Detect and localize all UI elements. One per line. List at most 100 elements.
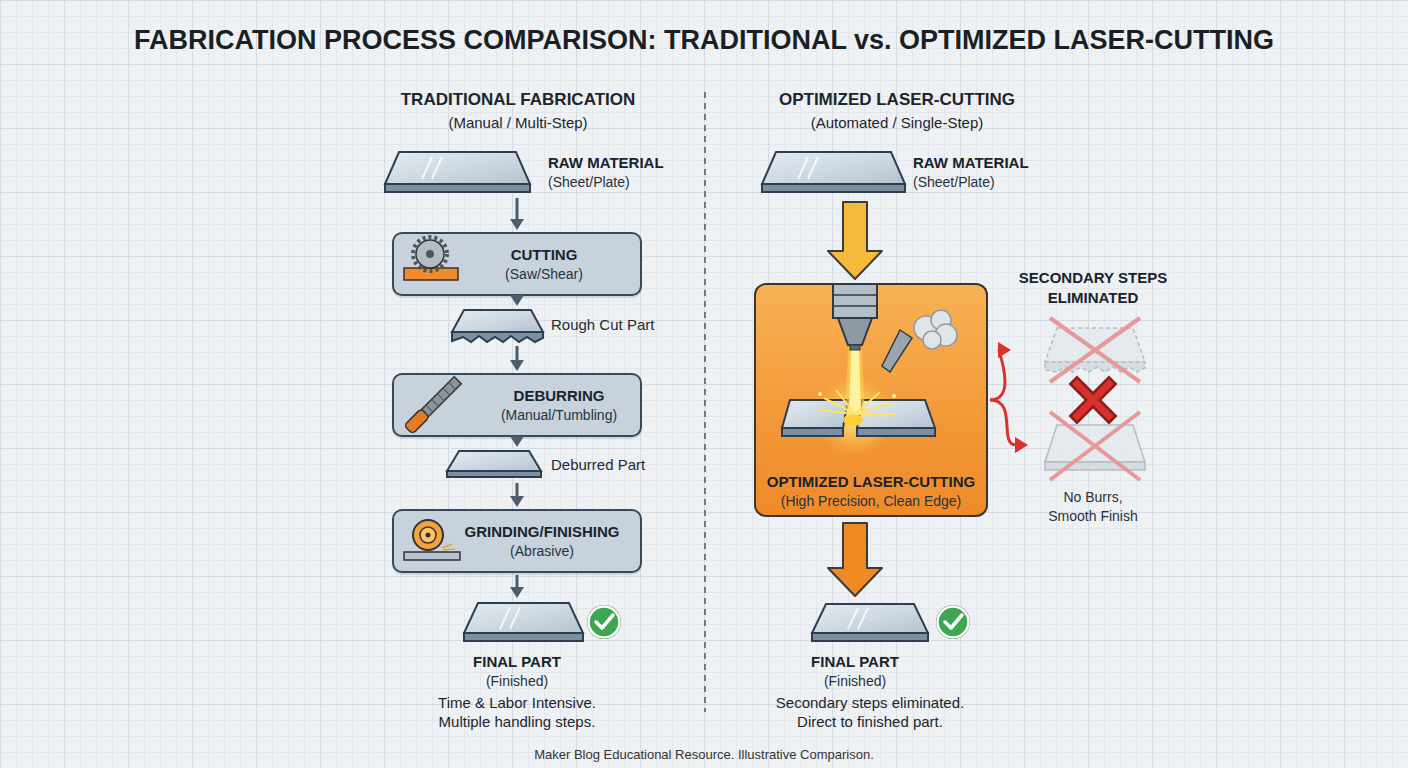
final-plate (510, 607, 520, 629)
arrow-shaft (516, 438, 519, 439)
eliminated-part (1045, 462, 1145, 470)
node-subtext: (Manual/Tumbling) (479, 406, 639, 425)
raw-plate (385, 184, 530, 192)
eliminated-part (1050, 318, 1140, 382)
text-block: GRINDING/FINISHING(Abrasive) (442, 522, 642, 561)
raw-plate (798, 157, 808, 179)
deburred-plate (447, 471, 541, 477)
block-arrow (828, 523, 882, 596)
text-block: No Burrs, Smooth Finish (1043, 488, 1143, 526)
laser-process-box: OPTIMIZED LASER-CUTTING(High Precision, … (754, 283, 988, 517)
check-mark (945, 615, 962, 628)
process-box: CUTTING(Saw/Shear) (392, 232, 642, 296)
arrow-head (510, 496, 524, 507)
raw-material-node: RAW MATERIAL(Sheet/Plate) (762, 150, 1062, 196)
eliminated-step-node: No Burrs, Smooth Finish (1030, 410, 1156, 525)
final-plate (464, 633, 583, 641)
flow-arrow (510, 483, 524, 507)
node-subtext: (Sheet/Plate) (548, 173, 693, 192)
summary-note: Time & Labor Intensive. Multiple handlin… (422, 693, 612, 731)
diagram-caption: Maker Blog Educational Resource. Illustr… (0, 747, 1408, 763)
process-box: DEBURRING(Manual/Tumbling) (392, 373, 642, 437)
check-mark (936, 605, 970, 639)
node-heading: RAW MATERIAL (548, 153, 693, 173)
node-heading: FINAL PART (417, 652, 617, 672)
final-plate (464, 603, 583, 633)
raw-plate (808, 157, 818, 179)
node-heading: RAW MATERIAL (913, 153, 1058, 173)
check-mark (596, 615, 613, 628)
cross-mark (1077, 384, 1109, 416)
check-mark (587, 605, 621, 639)
diagram-title: FABRICATION PROCESS COMPARISON: TRADITIO… (0, 24, 1408, 56)
node-subtext: (Finished) (417, 672, 617, 691)
check-mark (936, 605, 970, 639)
eliminated-part (1045, 425, 1145, 462)
rough-plate (452, 332, 543, 342)
text-block: RAW MATERIAL(Sheet/Plate) (548, 153, 693, 192)
cross-mark (1077, 384, 1109, 416)
node-heading: CUTTING (444, 245, 644, 265)
arrow-shaft (990, 400, 1016, 445)
rough-plate (452, 310, 543, 342)
column-heading: (Manual / Multi-Step) (348, 113, 688, 133)
node-heading: Rough Cut Part (551, 315, 663, 335)
node-subtext: (Saw/Shear) (444, 265, 644, 284)
text-block: FINAL PART(Finished) (770, 652, 940, 691)
flow-arrow (510, 346, 524, 371)
raw-plate (762, 152, 905, 192)
column-heading: OPTIMIZED LASER-CUTTING (727, 89, 1067, 111)
raw-material-node: RAW MATERIAL(Sheet/Plate) (385, 150, 695, 196)
final-part-node: FINAL PART(Finished) (770, 600, 940, 692)
final-plate (500, 607, 510, 629)
raw-plate (385, 152, 530, 184)
final-plate (464, 603, 583, 641)
flow-arrow (990, 400, 1028, 453)
node-heading: SECONDARY STEPS ELIMINATED (1013, 268, 1173, 308)
raw-plate (422, 157, 432, 179)
raw-plate (385, 152, 530, 192)
part-node: Rough Cut Part (450, 308, 665, 344)
deburred-plate (447, 451, 541, 477)
arrow-shaft (990, 350, 1005, 400)
arrow-head (1015, 437, 1028, 453)
eliminated-part (1045, 328, 1145, 362)
cross-mark (1077, 384, 1109, 416)
cross-mark (1077, 384, 1109, 416)
text-block: OPTIMIZED LASER-CUTTING(High Precision, … (752, 472, 990, 511)
final-plate (848, 608, 858, 629)
node-heading: No Burrs, Smooth Finish (1043, 488, 1143, 526)
part-node: Deburred Part (445, 449, 655, 481)
check-mark (938, 607, 969, 638)
final-part-node: FINAL PART(Finished) (417, 600, 617, 692)
final-plate (812, 604, 928, 633)
eliminated-part (1045, 318, 1145, 382)
flow-arrow (828, 202, 882, 279)
flow-arrow (990, 342, 1011, 400)
arrow-head (510, 436, 524, 447)
raw-plate (762, 152, 905, 184)
node-heading: FINAL PART (770, 652, 940, 672)
divider-line (704, 92, 706, 712)
text-block: Deburred Part (551, 455, 655, 475)
arrow-shaft (516, 346, 519, 362)
eliminated-part (1050, 412, 1140, 480)
final-plate (812, 604, 928, 641)
text-block: CUTTING(Saw/Shear) (444, 245, 644, 284)
process-box: GRINDING/FINISHING(Abrasive) (392, 509, 642, 573)
flow-arrow (510, 198, 524, 230)
rough-plate (452, 310, 543, 332)
eliminated-part (1050, 412, 1140, 480)
final-plate (858, 608, 868, 629)
eliminated-part (1045, 412, 1145, 480)
node-subtext: (High Precision, Clean Edge) (752, 492, 990, 511)
flow-arrow (510, 295, 524, 306)
text-block: SECONDARY STEPS ELIMINATED (1013, 268, 1173, 308)
arrow-shaft (516, 483, 519, 498)
text-block: DEBURRING(Manual/Tumbling) (479, 386, 639, 425)
node-heading: Deburred Part (551, 455, 655, 475)
arrow-shaft (516, 198, 519, 221)
column-heading: TRADITIONAL FABRICATION (348, 89, 688, 111)
divider-line (705, 92, 706, 712)
